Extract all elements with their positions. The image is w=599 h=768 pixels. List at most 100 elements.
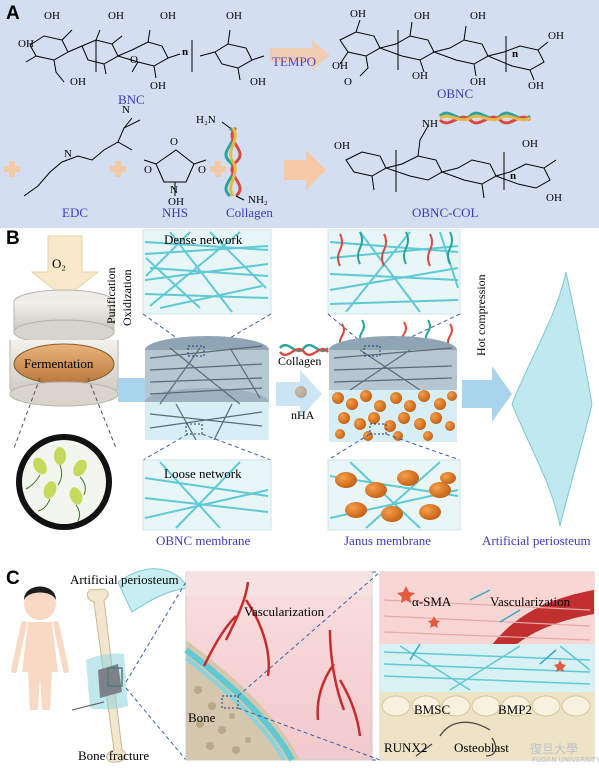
atom-n: N [122, 104, 130, 116]
atom-o: O [130, 54, 138, 66]
nhs-structure [143, 149, 207, 196]
atom-oh: OH [44, 10, 60, 22]
panel-c: C Artificial periosteum Bone fracture Va… [0, 560, 599, 768]
atom-n: N [170, 184, 178, 196]
atom-o: O [198, 164, 206, 176]
tempo-arrow [270, 40, 330, 70]
atom-oh: OH [108, 10, 124, 22]
callout-line [71, 701, 105, 711]
plus-signs [4, 161, 226, 177]
edc-structure [23, 117, 141, 197]
atom-oh: OH [334, 140, 350, 152]
obnc-col-label: OBNC-COL [412, 205, 479, 220]
runx2-label: RUNX2 [384, 740, 428, 755]
tissue-zoom-middle [184, 571, 373, 762]
panel-a: A OH OH OH OH OH O OH OH OH n OH OH OH O… [0, 0, 599, 228]
atom-oh: OH [470, 10, 486, 22]
hot-compression-arrow [462, 366, 512, 422]
collagen-helix-a [224, 126, 242, 198]
atom-h2n: H₂N [196, 114, 216, 126]
osteoblast-label: Osteoblast [454, 740, 509, 755]
purification-label: Purification [104, 267, 118, 324]
collagen-helix-obnc-col [438, 111, 532, 125]
atom-oh: OH [548, 30, 564, 42]
edc-label: EDC [62, 205, 88, 220]
vascularization-right-label: Vascularization [490, 594, 571, 609]
artificial-periosteum-shape [511, 271, 593, 527]
atom-oh: OH [18, 38, 34, 50]
atom-oh: OH [150, 80, 166, 92]
reaction-arrow [284, 150, 326, 190]
atom-nh: NH [422, 118, 438, 130]
bmsc-label: BMSC [414, 702, 451, 717]
obnc-structure [339, 19, 549, 81]
a-sma-label: α-SMA [412, 594, 452, 609]
nha-label: nHA [291, 408, 315, 422]
collagen-helix-b [279, 343, 329, 357]
obnc-membrane-label: OBNC membrane [156, 533, 251, 548]
obnc-col-structure [345, 125, 557, 199]
repeat-n-bnc: n [182, 46, 189, 58]
panel-c-label: C [6, 568, 20, 589]
atom-o: O [144, 164, 152, 176]
atom-oh: OH [412, 70, 428, 82]
fermentation-label: Fermentation [24, 356, 94, 371]
bnc-structure [25, 29, 265, 83]
atom-oh: OH [332, 60, 348, 72]
bone-label: Bone [188, 710, 216, 725]
coating-arrow [276, 370, 322, 418]
nhs-label: NHS [162, 205, 189, 220]
artificial-periosteum-label: Artificial periosteum [482, 533, 591, 548]
obnc-label: OBNC [437, 86, 474, 101]
tissue-zoom-right [379, 571, 595, 761]
watermark-cn: 復旦大學 [530, 742, 579, 756]
tempo-label: TEMPO [272, 54, 317, 69]
child-figure [11, 586, 69, 710]
femur-bone [86, 588, 128, 763]
atom-o: O [344, 76, 352, 88]
atom-oh: OH [250, 76, 266, 88]
o2-arrow [30, 235, 100, 299]
loose-network-label: Loose network [164, 466, 242, 481]
hot-compression-label: Hot compression [474, 274, 488, 356]
panel-a-structures [4, 19, 557, 201]
panel-a-label: A [6, 3, 20, 24]
bnc-label: BNC [118, 92, 145, 107]
atom-oh: OH [522, 138, 538, 150]
panel-b-illustration [9, 229, 593, 531]
bmp2-label: BMP2 [498, 702, 532, 717]
artificial-periosteum-c-label: Artificial periosteum [70, 572, 179, 587]
bacteria-zoom [13, 377, 117, 530]
collagen-label: Collagen [226, 205, 273, 220]
repeat-n-obnc-col: n [510, 170, 517, 182]
atom-oh: OH [546, 192, 562, 204]
atom-oh: OH [160, 10, 176, 22]
o2-label: O₂ [52, 256, 66, 271]
atom-oh: OH [168, 196, 184, 208]
panel-b: B O₂ Fermentation Purification Oxidizati… [0, 228, 599, 560]
fermentation-jar [9, 289, 119, 407]
vascularization-mid-label: Vascularization [244, 604, 325, 619]
repeat-n-obnc: n [512, 48, 519, 60]
atom-oh: OH [470, 76, 486, 88]
collagen-label-b: Collagen [278, 354, 322, 368]
panel-b-label: B [6, 228, 20, 249]
oxidization-label: Oxidization [120, 269, 134, 326]
atom-o: O [170, 136, 178, 148]
nha-particles [332, 390, 457, 441]
atom-nh2: NH₂ [248, 194, 268, 206]
obnc-membrane-illustration [142, 229, 272, 531]
bone-fracture-label: Bone fracture [78, 748, 150, 763]
watermark-en: FUDAN UNIVERSITY [532, 756, 599, 764]
dense-network-label: Dense network [164, 232, 243, 247]
atom-n: N [64, 148, 72, 160]
atom-oh: OH [350, 8, 366, 20]
atom-oh: OH [226, 10, 242, 22]
janus-membrane-illustration [327, 229, 461, 531]
atom-oh: OH [414, 10, 430, 22]
panel-c-illustration [11, 568, 595, 763]
janus-membrane-label: Janus membrane [344, 533, 432, 548]
atom-oh: OH [528, 80, 544, 92]
atom-oh: OH [70, 76, 86, 88]
